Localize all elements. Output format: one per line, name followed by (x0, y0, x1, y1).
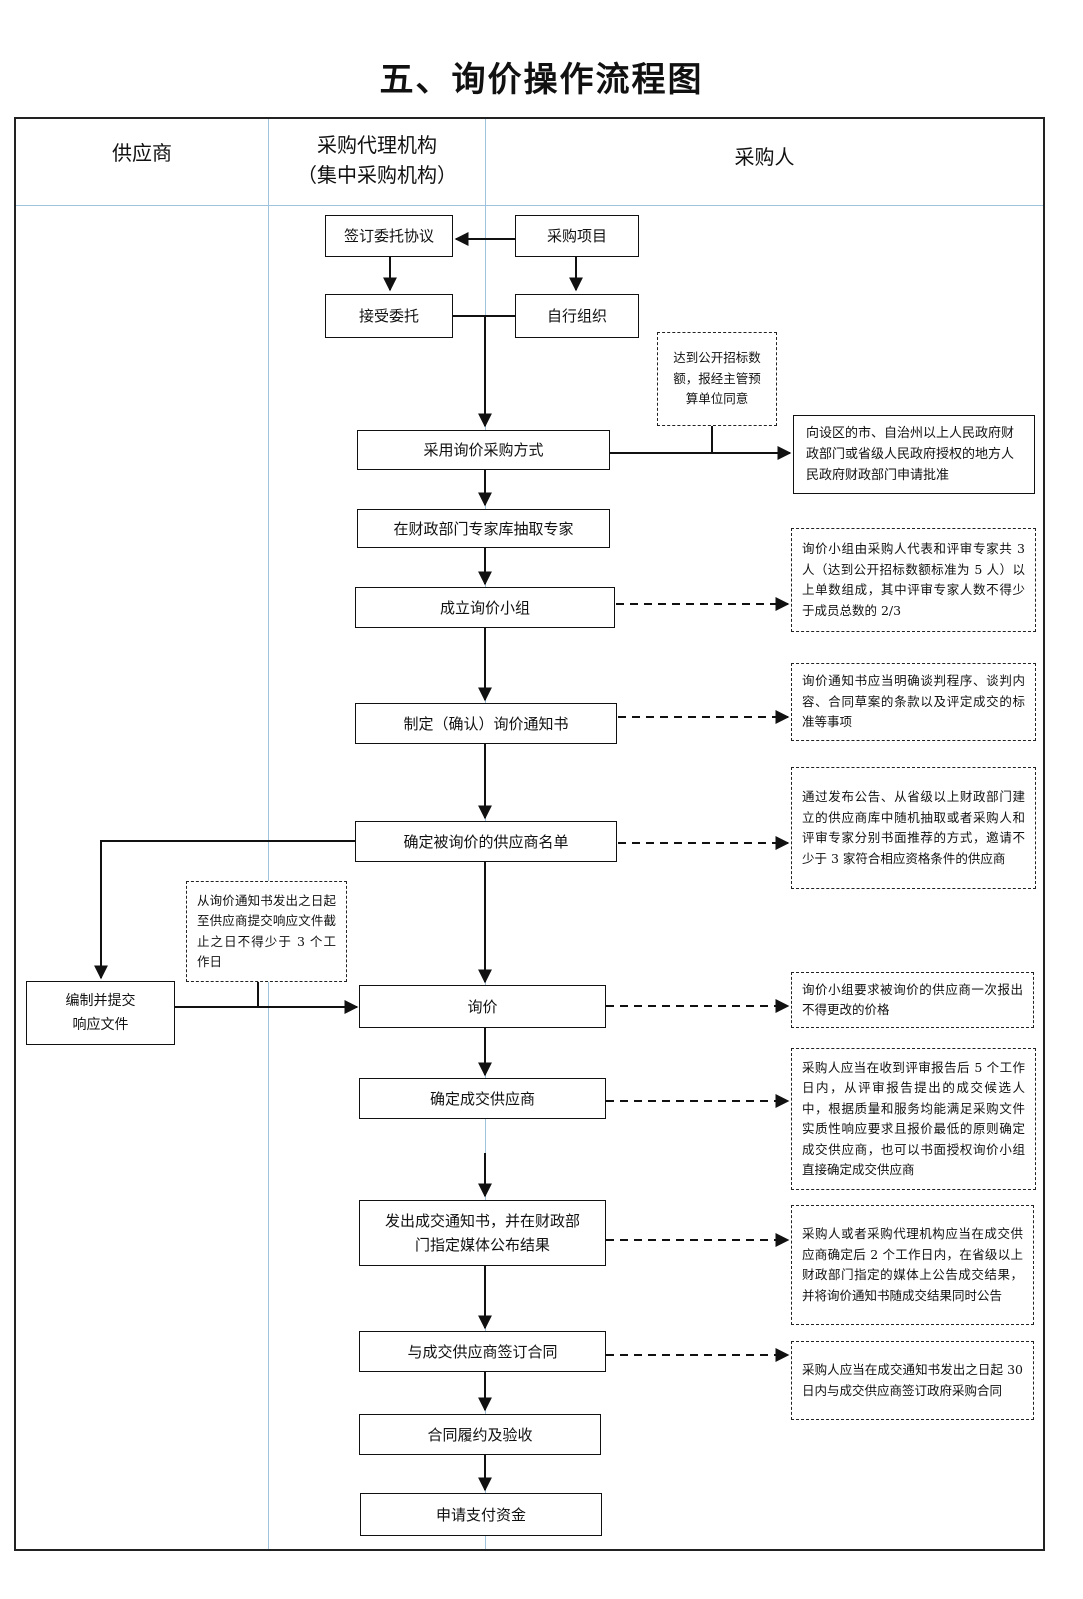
lane-label-purchaser: 采购人 (734, 145, 795, 169)
arrow-list-to-response (94, 840, 355, 980)
lane-divider-1 (268, 119, 269, 1549)
lane-label-supplier: 供应商 (112, 141, 172, 165)
box-adopt-inquiry: 采用询价采购方式 (357, 430, 610, 470)
box-supplier-list: 确定被询价的供应商名单 (355, 821, 617, 862)
box-procurement-project: 采购项目 (515, 215, 639, 257)
box-accept-entrust: 接受委托 (325, 294, 453, 338)
note-supplier-selection: 通过发布公告、从省级以上财政部门建立的供应商库中随机抽取或者采购人和评审专家分别… (791, 767, 1036, 889)
box-inquiry: 询价 (359, 985, 606, 1028)
box-approval: 向设区的市、自治州以上人民政府财政部门或省级人民政府授权的地方人民政府财政部门申… (793, 415, 1035, 494)
lane-header-agency: 采购代理机构 （集中采购机构） (269, 130, 485, 190)
note-notice-content: 询价通知书应当明确谈判程序、谈判内容、合同草案的条款以及评定成交的标准等事项 (791, 663, 1036, 741)
page-title: 五、询价操作流程图 (379, 60, 704, 100)
lane-header-divider (16, 205, 1043, 206)
box-make-notice: 制定（确认）询价通知书 (355, 703, 617, 744)
box-form-group: 成立询价小组 (355, 587, 615, 628)
note-response-time: 从询价通知书发出之日起至供应商提交响应文件截止之日不得少于 3 个工作日 (186, 881, 347, 982)
box-draw-experts: 在财政部门专家库抽取专家 (357, 509, 610, 548)
note-group-composition: 询价小组由采购人代表和评审专家共 3 人（达到公开招标数额标准为 5 人）以上单… (791, 528, 1036, 632)
box-self-organize: 自行组织 (515, 294, 639, 338)
box-issue-notice: 发出成交通知书，并在财政部 门指定媒体公布结果 (359, 1200, 606, 1266)
note-determine-rule: 采购人应当在收到评审报告后 5 个工作日内，从评审报告提出的成交候选人中，根据质… (791, 1048, 1036, 1190)
box-prepare-response: 编制并提交 响应文件 (26, 981, 175, 1045)
lane-label-agency-sub: （集中采购机构） (297, 163, 457, 187)
box-sign-contract: 与成交供应商签订合同 (359, 1331, 606, 1372)
box-determine-supplier: 确定成交供应商 (359, 1078, 606, 1119)
box-perform-accept: 合同履约及验收 (359, 1414, 601, 1455)
lane-header-purchaser: 采购人 (486, 142, 1043, 172)
box-sign-agreement: 签订委托协议 (325, 215, 453, 257)
note-one-time-quote: 询价小组要求被询价的供应商一次报出不得更改的价格 (791, 972, 1034, 1028)
box-apply-payment: 申请支付资金 (360, 1493, 602, 1536)
lane-label-agency: 采购代理机构 (317, 133, 437, 157)
note-contract-rule: 采购人应当在成交通知书发出之日起 30 日内与成交供应商签订政府采购合同 (791, 1341, 1034, 1420)
lane-header-supplier: 供应商 (16, 138, 268, 168)
note-threshold: 达到公开招标数额，报经主管预算单位同意 (657, 332, 777, 426)
note-publish-rule: 采购人或者采购代理机构应当在成交供应商确定后 2 个工作日内，在省级以上财政部门… (791, 1205, 1034, 1325)
flowchart-frame (14, 117, 1045, 1551)
